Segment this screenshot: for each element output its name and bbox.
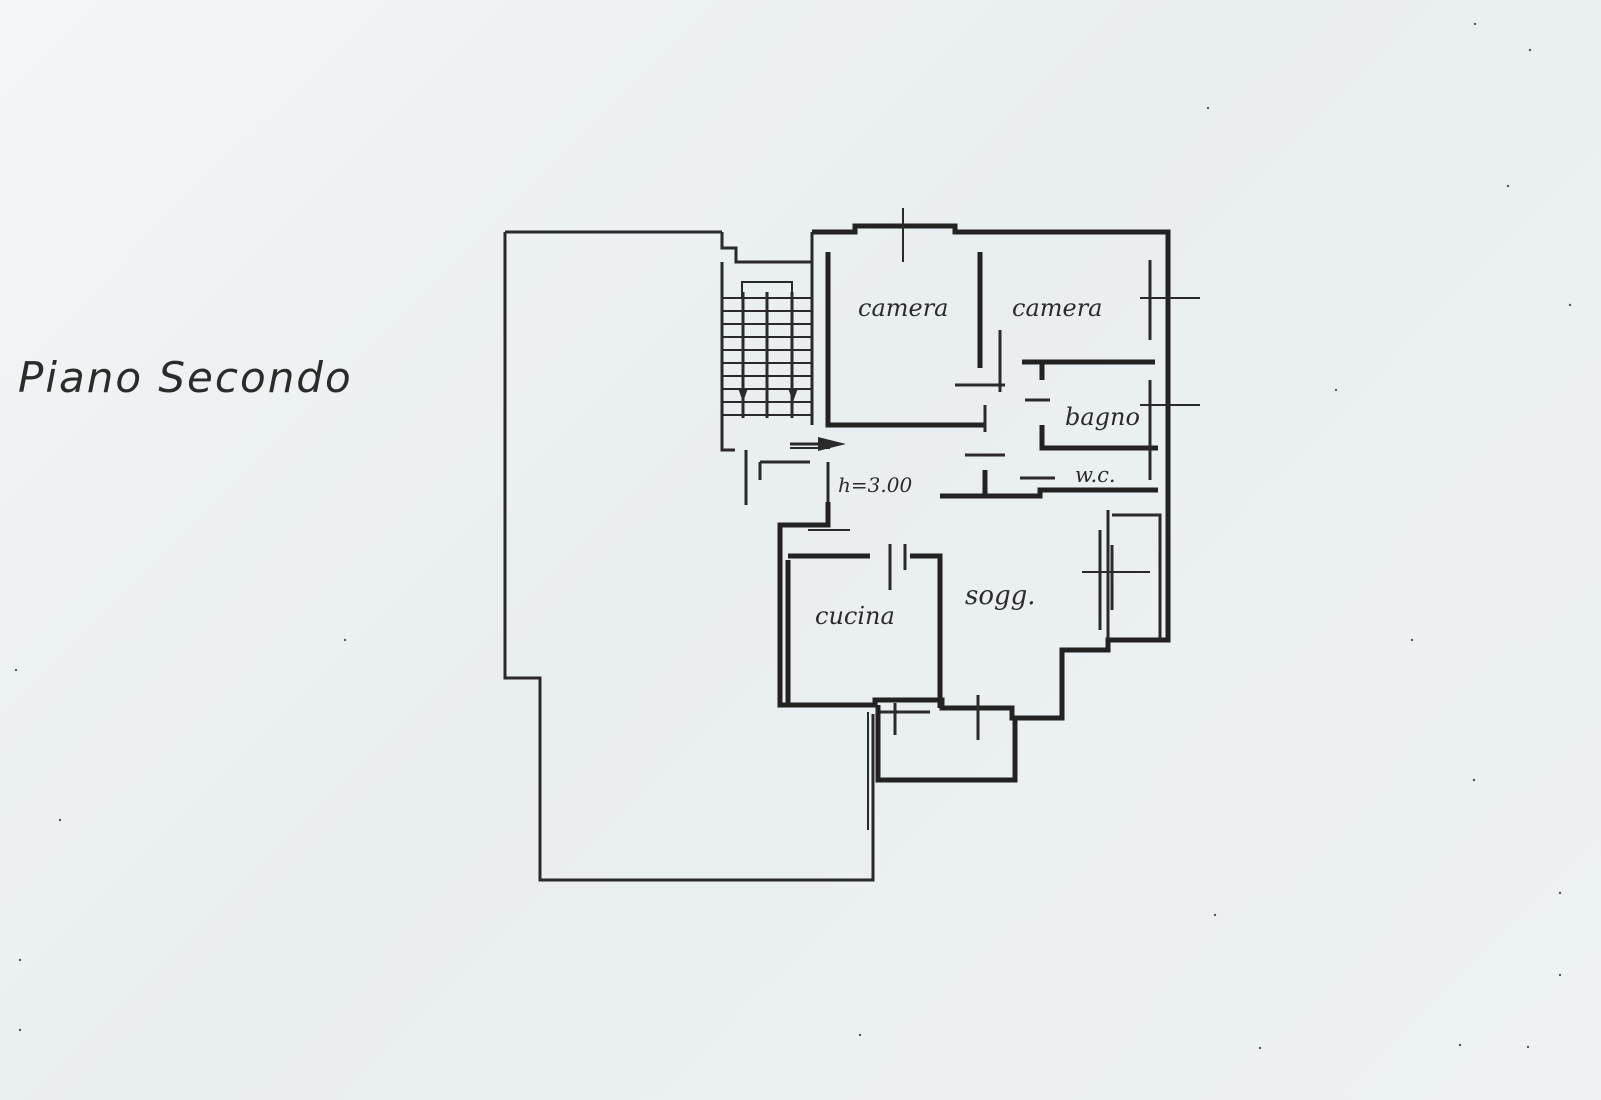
living-walls: [1082, 510, 1162, 640]
entrance-arrow: [790, 437, 846, 451]
terrace-outline: [503, 230, 875, 882]
room-label-bagno: bagno: [1065, 403, 1140, 431]
lower-balcony: [875, 705, 1018, 783]
room-label-soggiorno: sogg.: [965, 581, 1036, 611]
bathroom-walls: [940, 380, 1200, 499]
kitchen-walls: [785, 529, 980, 740]
room-label-cucina: cucina: [815, 602, 895, 630]
building-outer-wall: [777, 223, 1171, 721]
room-label-camera-left: camera: [858, 294, 949, 322]
bedroom-walls: [825, 208, 1200, 432]
paper-specks: [14, 22, 1572, 1050]
entry-door: [744, 450, 830, 505]
ceiling-height-label: h=3.00: [838, 473, 912, 497]
room-label-wc: w.c.: [1075, 463, 1116, 487]
staircase: [720, 232, 814, 452]
plan-title: Piano Secondo: [18, 353, 353, 402]
room-label-camera-right: camera: [1012, 294, 1103, 322]
